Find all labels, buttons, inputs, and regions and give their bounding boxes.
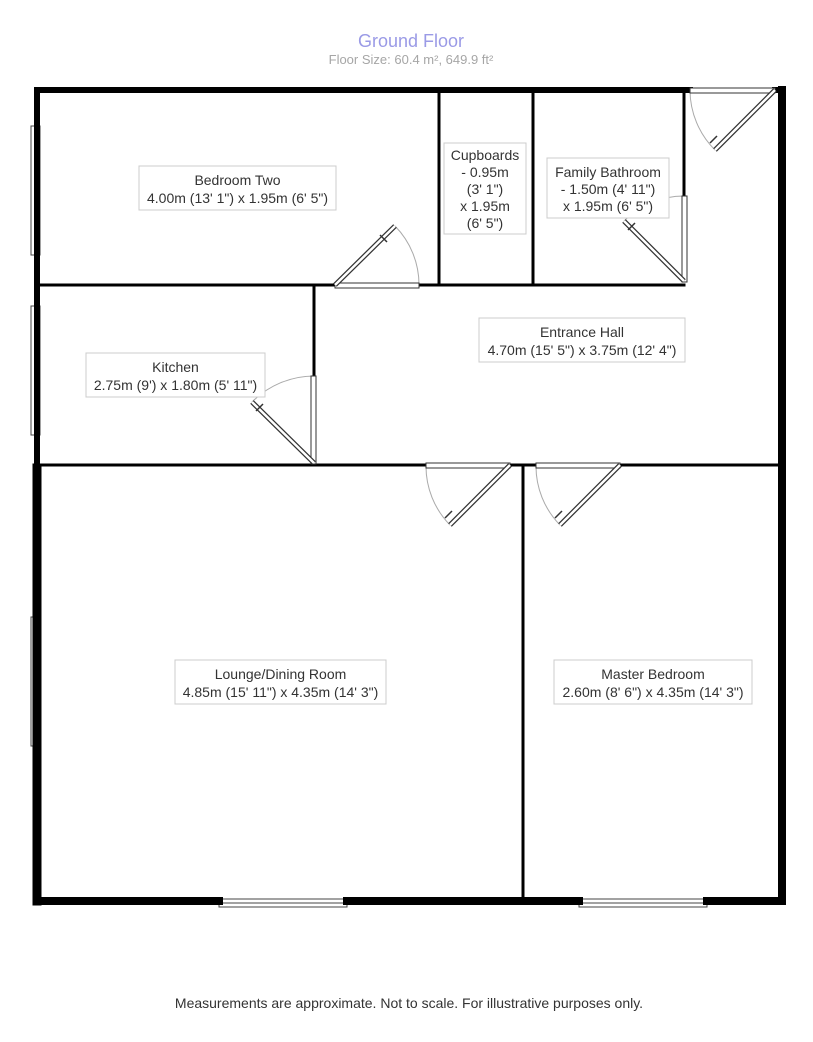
room-name: Bedroom Two [194,172,280,188]
room-name: Master Bedroom [601,666,704,682]
room-size-line: (6' 5") [467,215,503,231]
room-label-lounge-dining: Lounge/Dining Room 4.85m (15' 11") x 4.3… [174,659,387,705]
disclaimer: Measurements are approximate. Not to sca… [175,995,643,1011]
door-kitchen [250,375,317,465]
room-size: 4.00m (13' 1") x 1.95m (6' 5") [147,190,328,206]
plan-title: Ground Floor [358,31,464,51]
room-size-line: x 1.95m [460,198,510,214]
room-label-cupboards: Cupboards - 0.95m (3' 1") x 1.95m (6' 5"… [443,142,527,235]
door-bedroom-two [333,224,420,289]
room-name: Kitchen [152,359,199,375]
outer-walls [32,86,786,906]
interior-walls [38,91,782,899]
room-size-line: x 1.95m (6' 5") [563,198,653,214]
room-size-line: (3' 1") [467,181,503,197]
windows [30,125,708,908]
room-name: Lounge/Dining Room [215,666,347,682]
room-name: Cupboards [451,147,520,163]
room-size-line: - 1.50m (4' 11") [561,181,656,197]
room-size-line: - 0.95m [461,164,508,180]
room-name: Entrance Hall [540,324,624,340]
room-size: 2.60m (8' 6") x 4.35m (14' 3") [562,684,743,700]
room-name: Family Bathroom [555,164,661,180]
room-size: 4.70m (15' 5") x 3.75m (12' 4") [488,342,677,358]
door-lounge [425,462,512,527]
room-label-entrance-hall: Entrance Hall 4.70m (15' 5") x 3.75m (12… [478,317,686,363]
room-size: 2.75m (9') x 1.80m (5' 11") [94,377,257,393]
room-label-family-bathroom: Family Bathroom - 1.50m (4' 11") x 1.95m… [546,157,670,219]
room-label-master-bedroom: Master Bedroom 2.60m (8' 6") x 4.35m (14… [553,659,753,705]
door-master-bedroom [535,462,622,527]
door-entrance [689,87,777,152]
room-label-bedroom-two: Bedroom Two 4.00m (13' 1") x 1.95m (6' 5… [138,165,337,211]
room-size: 4.85m (15' 11") x 4.35m (14' 3") [183,684,379,700]
room-label-kitchen: Kitchen 2.75m (9') x 1.80m (5' 11") [85,352,266,398]
floor-size: Floor Size: 60.4 m², 649.9 ft² [329,52,494,67]
